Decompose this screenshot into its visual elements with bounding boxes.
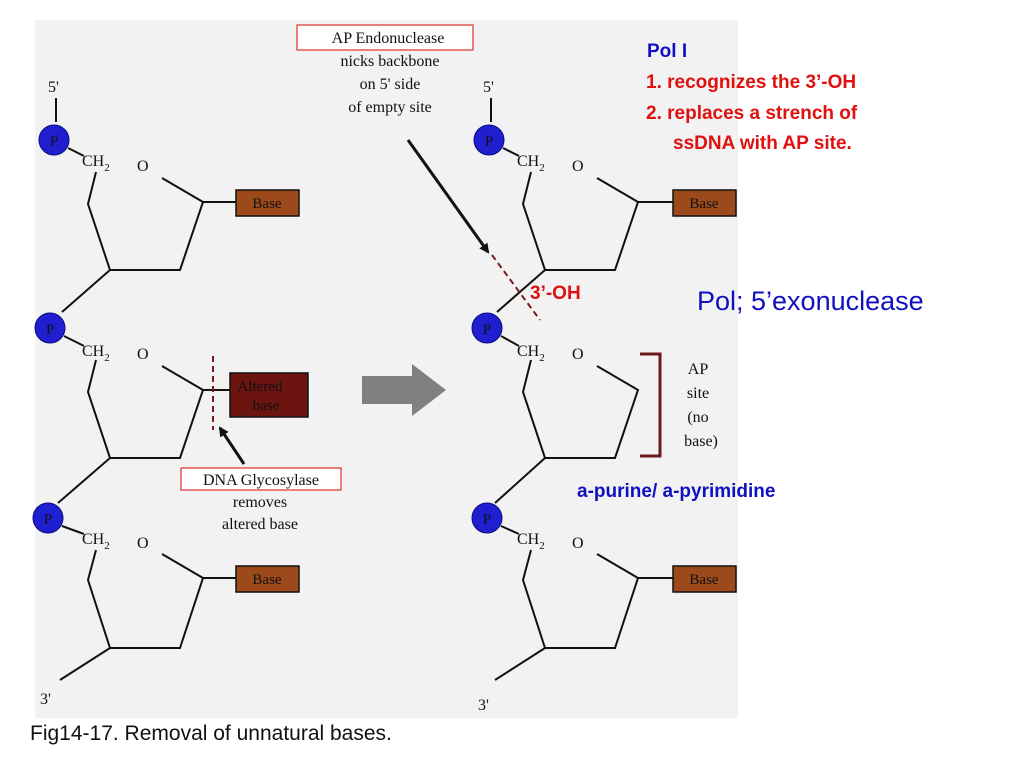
right-3prime-label: 3' xyxy=(478,697,489,714)
svg-text:O: O xyxy=(572,158,584,175)
svg-text:AP: AP xyxy=(688,361,709,378)
right-base-3 xyxy=(672,565,737,593)
ap-site-annotation: AP site (no base) xyxy=(640,352,718,458)
glycosylase-arrow xyxy=(218,426,246,465)
apurinic-label: a-purine/ a-pyrimidine xyxy=(577,481,775,502)
left-5prime-label: 5' xyxy=(48,79,59,96)
svg-text:nicks backbone: nicks backbone xyxy=(340,53,439,70)
svg-text:(no: (no xyxy=(687,409,708,426)
svg-text:CH2: CH2 xyxy=(517,153,545,174)
diagram-panel xyxy=(35,20,738,718)
svg-text:CH2: CH2 xyxy=(82,153,110,174)
svg-text:removes: removes xyxy=(233,494,287,511)
svg-text:P: P xyxy=(483,512,491,528)
left-nucleotide-1: P CH2 O Base xyxy=(38,124,300,313)
process-arrow xyxy=(362,364,446,416)
svg-text:P: P xyxy=(44,512,52,528)
svg-text:CH2: CH2 xyxy=(517,531,545,552)
svg-text:AP Endonuclease: AP Endonuclease xyxy=(332,30,445,47)
glycosylase-label: DNA Glycosylase removes altered base xyxy=(180,426,342,533)
left-nucleotide-2: P CH2 O Altered base xyxy=(34,312,309,504)
svg-text:O: O xyxy=(137,535,149,552)
svg-text:altered base: altered base xyxy=(222,516,298,533)
left-base-3 xyxy=(235,565,300,593)
right-phosphate-2 xyxy=(471,312,503,344)
left-3prime-label: 3' xyxy=(40,691,51,708)
svg-text:P: P xyxy=(46,322,54,338)
svg-text:O: O xyxy=(572,535,584,552)
endonuclease-box xyxy=(296,24,474,51)
left-phosphate-1 xyxy=(38,124,70,156)
three-prime-oh-label: 3’-OH xyxy=(530,283,581,304)
svg-text:CH2: CH2 xyxy=(82,343,110,364)
svg-text:site: site xyxy=(687,385,709,402)
right-nucleotide-1: P CH2 O Base xyxy=(473,124,737,321)
svg-text:of empty site: of empty site xyxy=(348,99,432,116)
pol-i-point-1: 1. recognizes the 3’-OH xyxy=(646,72,856,93)
pol-i-point-2-line-1: 2. replaces a strench of xyxy=(646,103,858,124)
right-base-1 xyxy=(672,189,737,217)
left-base-1 xyxy=(235,189,300,217)
endonuclease-label: AP Endonuclease nicks backbone on 5' sid… xyxy=(296,24,490,254)
svg-text:base: base xyxy=(253,398,280,414)
svg-text:Altered: Altered xyxy=(238,379,283,395)
svg-text:DNA Glycosylase: DNA Glycosylase xyxy=(203,472,319,489)
glycosylase-box xyxy=(180,467,342,491)
altered-base xyxy=(229,372,309,418)
svg-text:Base: Base xyxy=(252,572,282,588)
figure-caption: Fig14-17. Removal of unnatural bases. xyxy=(30,722,392,745)
svg-text:O: O xyxy=(572,346,584,363)
endonuclease-arrow xyxy=(406,139,490,254)
svg-text:Base: Base xyxy=(689,572,719,588)
svg-text:on 5' side: on 5' side xyxy=(360,76,421,93)
svg-text:P: P xyxy=(483,322,491,338)
left-phosphate-2 xyxy=(34,312,66,344)
left-strand: 5' P CH2 O Base P CH2 O Altered xyxy=(32,79,309,708)
ap-site-bracket xyxy=(640,352,662,458)
svg-text:Base: Base xyxy=(252,196,282,212)
svg-text:CH2: CH2 xyxy=(517,343,545,364)
backbone-nick-line xyxy=(491,254,541,321)
svg-text:Base: Base xyxy=(689,196,719,212)
right-phosphate-3 xyxy=(471,502,503,534)
svg-text:P: P xyxy=(50,134,58,150)
right-nucleotide-2: P CH2 O xyxy=(471,312,640,504)
svg-text:CH2: CH2 xyxy=(82,531,110,552)
pol-i-point-2-line-2: ssDNA with AP site. xyxy=(673,133,852,154)
svg-text:O: O xyxy=(137,346,149,363)
right-phosphate-1 xyxy=(473,124,505,156)
left-phosphate-3 xyxy=(32,502,64,534)
right-5prime-label: 5' xyxy=(483,79,494,96)
svg-text:P: P xyxy=(485,134,493,150)
pol-i-title: Pol I xyxy=(647,41,687,62)
right-nucleotide-3: P CH2 O Base xyxy=(471,502,737,681)
exonuclease-label: Pol; 5’exonuclease xyxy=(697,286,924,316)
right-strand: 5' P CH2 O Base P CH2 O xyxy=(471,79,737,714)
svg-text:base): base) xyxy=(684,433,718,450)
svg-text:O: O xyxy=(137,158,149,175)
left-nucleotide-3: P CH2 O Base xyxy=(32,502,300,681)
